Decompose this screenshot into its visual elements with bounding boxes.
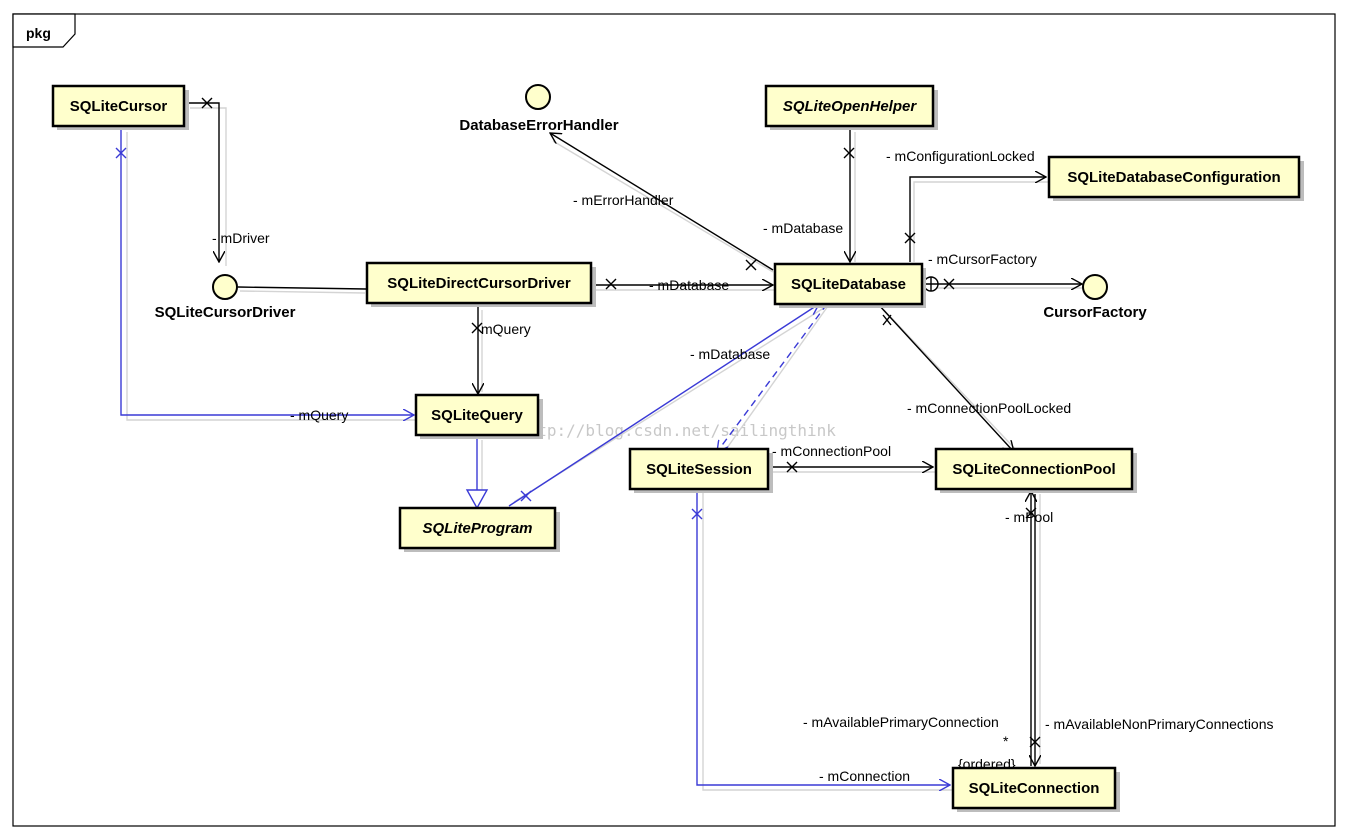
label-mpool: - mPool <box>1005 509 1053 525</box>
class-box <box>951 766 1117 810</box>
package-frame: pkg <box>12 13 1336 827</box>
class-label: SQLiteQuery <box>431 407 523 424</box>
nested-cross-icon <box>924 277 938 291</box>
label-mquery-cursor: - mQuery <box>290 407 348 423</box>
edge-merrorhandler <box>550 133 774 271</box>
class-sqlite-connection-pool[interactable]: SQLiteConnectionPool <box>934 447 1137 493</box>
edge-labels: - mDriver - mErrorHandler - mDatabase - … <box>212 148 1274 784</box>
class-sqlite-database[interactable]: SQLiteDatabase <box>773 262 926 308</box>
class-box <box>628 447 770 491</box>
class-sqlite-connection[interactable]: SQLiteConnection <box>951 766 1120 812</box>
edge-driver-realization <box>237 286 367 290</box>
edge-shadows <box>126 107 1084 791</box>
edge-mquery-driver-cross <box>471 322 483 334</box>
watermark-text: http://blog.csdn.net/sailingthink <box>518 421 836 440</box>
interface-database-error-handler[interactable]: DatabaseErrorHandler <box>459 84 619 134</box>
frame-label: pkg <box>26 25 51 41</box>
edges <box>115 97 1082 785</box>
class-label: SQLiteConnectionPool <box>952 461 1115 478</box>
frame-border <box>12 13 1336 827</box>
class-box <box>414 393 540 437</box>
edge-mdatabase-program-cross <box>520 490 532 502</box>
interface-label: CursorFactory <box>1043 304 1147 321</box>
class-label: SQLiteDirectCursorDriver <box>387 275 571 292</box>
class-box <box>51 84 186 128</box>
generalization-triangle <box>465 489 489 510</box>
interface-circle-icon <box>212 274 238 300</box>
label-mdatabase-program: - mDatabase <box>690 346 770 362</box>
label-mdatabase-helper: - mDatabase <box>763 220 843 236</box>
label-mconnectionpool: - mConnectionPool <box>772 443 891 459</box>
frame-tab <box>12 13 76 48</box>
interface-label: SQLiteCursorDriver <box>155 304 296 321</box>
label-mavailablenonprimaryconnections: - mAvailableNonPrimaryConnections <box>1045 716 1274 732</box>
class-label: SQLiteProgram <box>422 520 532 537</box>
class-sqlite-database-configuration[interactable]: SQLiteDatabaseConfiguration <box>1047 155 1304 201</box>
edge-mdatabase-program <box>508 304 819 507</box>
interface-cursor-factory[interactable]: CursorFactory <box>1043 274 1147 321</box>
class-sqlite-query[interactable]: SQLiteQuery <box>414 393 543 439</box>
label-mdatabase-driver: - mDatabase <box>649 277 729 293</box>
interface-circle-icon <box>1082 274 1108 300</box>
class-box <box>1047 155 1301 199</box>
label-mcursorfactory: - mCursorFactory <box>928 251 1037 267</box>
class-label: SQLiteOpenHelper <box>783 98 918 115</box>
class-box <box>773 262 924 306</box>
class-label: SQLiteDatabaseConfiguration <box>1067 169 1280 186</box>
class-sqlite-session[interactable]: SQLiteSession <box>628 447 773 493</box>
interface-label: DatabaseErrorHandler <box>459 117 618 134</box>
edge-mconnectionpoollocked-cross <box>882 314 892 326</box>
class-sqlite-program[interactable]: SQLiteProgram <box>398 506 560 552</box>
class-box <box>934 447 1134 491</box>
class-box <box>398 506 557 550</box>
class-sqlite-cursor[interactable]: SQLiteCursor <box>51 84 189 130</box>
edge-mcursorfactory-cross <box>943 278 955 290</box>
edge-mconfigurationlocked-cross <box>904 232 916 244</box>
label-multiplicity-star: * <box>1003 733 1009 749</box>
edge-mconnectionpoollocked <box>877 303 1014 452</box>
interface-circle-icon <box>525 84 551 110</box>
edge-mdriver <box>184 102 219 262</box>
label-mquery-driver: mQuery <box>481 321 531 337</box>
interface-sqlite-cursor-driver[interactable]: SQLiteCursorDriver <box>155 274 296 321</box>
edge-mquery-cursor <box>120 128 414 415</box>
edge-mdatabase-helper-cross <box>843 147 855 159</box>
edge-mconnection-cross <box>691 508 703 520</box>
edge-mdriver-cross <box>201 97 213 109</box>
edge-mdatabase-driver-cross <box>605 278 617 290</box>
class-box <box>764 84 935 128</box>
edge-mquery-cursor-cross <box>115 147 127 159</box>
label-mconnectionpoollocked: - mConnectionPoolLocked <box>907 400 1071 416</box>
label-merrorhandler: - mErrorHandler <box>573 192 674 208</box>
edge-mconfigurationlocked <box>909 177 1046 262</box>
edge-mconnection <box>696 491 950 785</box>
label-mconfigurationlocked: - mConfigurationLocked <box>886 148 1035 164</box>
class-label: SQLiteSession <box>646 461 752 478</box>
edge-mavailable-connections-cross <box>1029 736 1041 748</box>
label-mdriver: - mDriver <box>212 230 270 246</box>
class-sqlite-direct-cursor-driver[interactable]: SQLiteDirectCursorDriver <box>365 261 596 307</box>
class-label: SQLiteCursor <box>70 98 168 115</box>
edge-dependency-session <box>717 303 828 452</box>
edge-mconnectionpool-cross <box>786 461 798 473</box>
label-mconnection: - mConnection <box>819 768 910 784</box>
label-mavailableprimaryconnection: - mAvailablePrimaryConnection <box>803 714 999 730</box>
class-box <box>365 261 593 305</box>
class-sqlite-open-helper[interactable]: SQLiteOpenHelper <box>764 84 938 130</box>
class-label: SQLiteConnection <box>969 780 1100 797</box>
edge-merrorhandler-cross <box>745 259 757 271</box>
class-label: SQLiteDatabase <box>791 276 906 293</box>
